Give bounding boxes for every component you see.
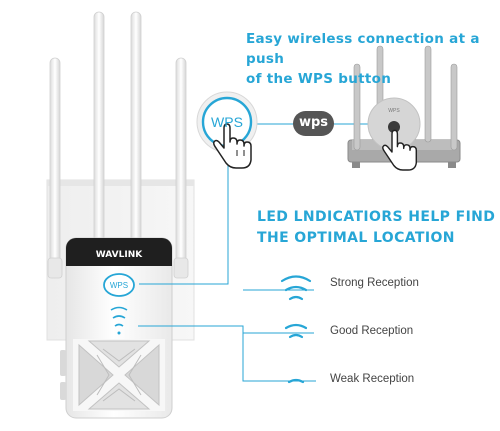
wifi-signal-icon: [280, 275, 312, 301]
wifi-signal-icon: [287, 378, 305, 384]
antenna-2: [91, 11, 107, 255]
connector-lines: [138, 123, 378, 382]
good-reception-label: Good Reception: [330, 325, 414, 337]
brand-logo: WAVLINK: [96, 250, 143, 260]
body-wps-label: WPS: [110, 281, 128, 290]
vent-pattern: [73, 339, 165, 411]
antenna-1: [47, 57, 63, 279]
extender-body: [60, 237, 173, 419]
wps-title-line-2: of the WPS button: [246, 71, 392, 87]
weak-reception-label: Weak Reception: [330, 373, 415, 385]
wps-pill-label: wps: [293, 111, 334, 136]
hand-pointer-icon: [213, 123, 252, 169]
led-feature-title: LED LNDICATIORS HELP FIND THE OPTIMAL LO…: [257, 207, 497, 249]
antenna-4: [173, 57, 189, 279]
strong-reception-label: Strong Reception: [330, 277, 419, 289]
wps-button-zoom: [196, 91, 258, 153]
router-wps-label: WPS: [388, 108, 400, 114]
wps-button-label: WPS: [211, 114, 243, 130]
wps-title-line-1: Easy wireless connection at a push: [246, 31, 480, 67]
antenna-3: [128, 11, 144, 255]
led-title-line-2: THE OPTIMAL LOCATION: [257, 230, 455, 246]
led-title-line-1: LED LNDICATIORS HELP FIND: [257, 209, 496, 225]
wps-feature-title: Easy wireless connection at a push of th…: [246, 29, 496, 89]
hand-pointer-icon: [382, 129, 418, 171]
body-led-indicators: [110, 306, 128, 335]
body-wps-button: [103, 273, 135, 297]
wifi-signal-icon: [284, 323, 308, 339]
